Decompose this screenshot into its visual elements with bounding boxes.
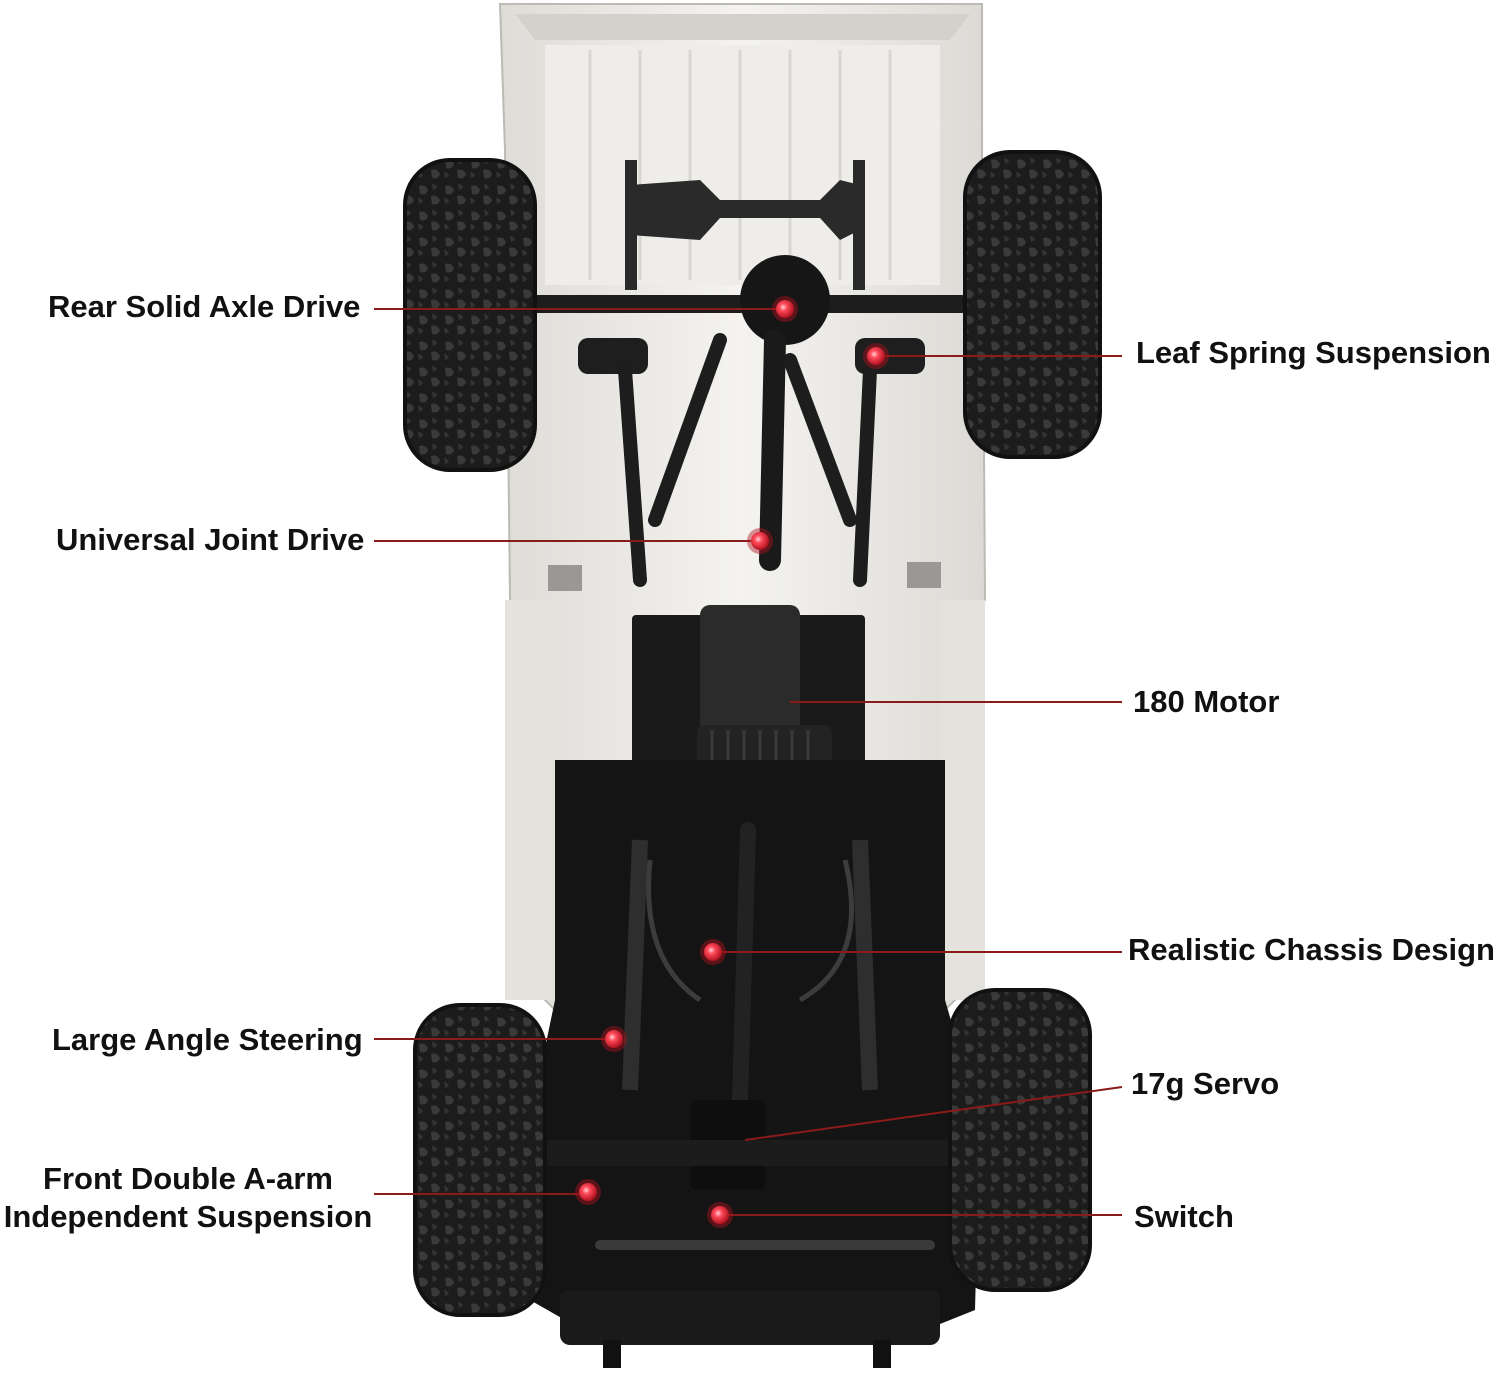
rear-crossmember (630, 180, 860, 240)
frame-rail-front-right (852, 839, 878, 1091)
body-side-left (505, 600, 550, 1000)
callout-front-double-a-arm-suspension: Front Double A-arm Independent Suspensio… (0, 1160, 376, 1236)
tire-rear-right (963, 150, 1102, 459)
marker-rear-axle (772, 296, 798, 322)
leader-servo (744, 1086, 1123, 1141)
callout-front-suspension-line1: Front Double A-arm (43, 1161, 333, 1196)
bed-floor (545, 45, 940, 285)
leaf-spring-left (578, 338, 648, 374)
driveshaft-rear (759, 329, 786, 571)
tie-rod (595, 1240, 935, 1250)
marker-front-suspension (575, 1179, 601, 1205)
front-bumper (560, 1290, 940, 1345)
frame-rail-front-left (622, 839, 648, 1091)
front-axle-beam (540, 1140, 980, 1166)
tire-front-left (413, 1003, 547, 1317)
callout-large-angle-steering: Large Angle Steering (52, 1022, 363, 1057)
motor-can (700, 605, 800, 735)
body-side-right (940, 600, 985, 1000)
bed-top-lip (515, 14, 970, 40)
callout-switch: Switch (1134, 1199, 1234, 1234)
callout-leaf-spring-suspension: Leaf Spring Suspension (1136, 335, 1491, 370)
driveshaft-front (732, 822, 756, 1108)
callout-rear-solid-axle-drive: Rear Solid Axle Drive (48, 289, 361, 324)
callout-front-suspension-line2: Independent Suspension (3, 1199, 373, 1234)
bumper-foot-left (603, 1340, 621, 1368)
callout-universal-joint-drive: Universal Joint Drive (56, 522, 365, 557)
tire-front-right (948, 988, 1092, 1292)
lower-chassis-tub (530, 760, 980, 1368)
callout-realistic-chassis-design: Realistic Chassis Design (1128, 932, 1495, 967)
marker-switch (707, 1202, 733, 1228)
marker-leaf-spring (863, 343, 889, 369)
servo-link-right (798, 859, 855, 1003)
marker-chassis (700, 939, 726, 965)
marker-steering (601, 1026, 627, 1052)
marker-universal-joint (747, 528, 773, 554)
rear-link-left (618, 333, 727, 587)
leader-lines (374, 308, 1123, 1216)
tire-rear-left (403, 158, 537, 472)
bed-ribs (588, 50, 892, 280)
frame-rail-rear-right (853, 160, 865, 290)
markers (575, 296, 889, 1228)
cab-step-right (907, 562, 941, 588)
cab-step-left (548, 565, 582, 591)
rear-link-right (783, 353, 877, 587)
bumper-foot-right (873, 1340, 891, 1368)
callout-180-motor: 180 Motor (1133, 684, 1280, 719)
callout-17g-servo: 17g Servo (1131, 1066, 1280, 1101)
servo-link-left (646, 859, 702, 1003)
frame-rail-rear-left (625, 160, 637, 290)
